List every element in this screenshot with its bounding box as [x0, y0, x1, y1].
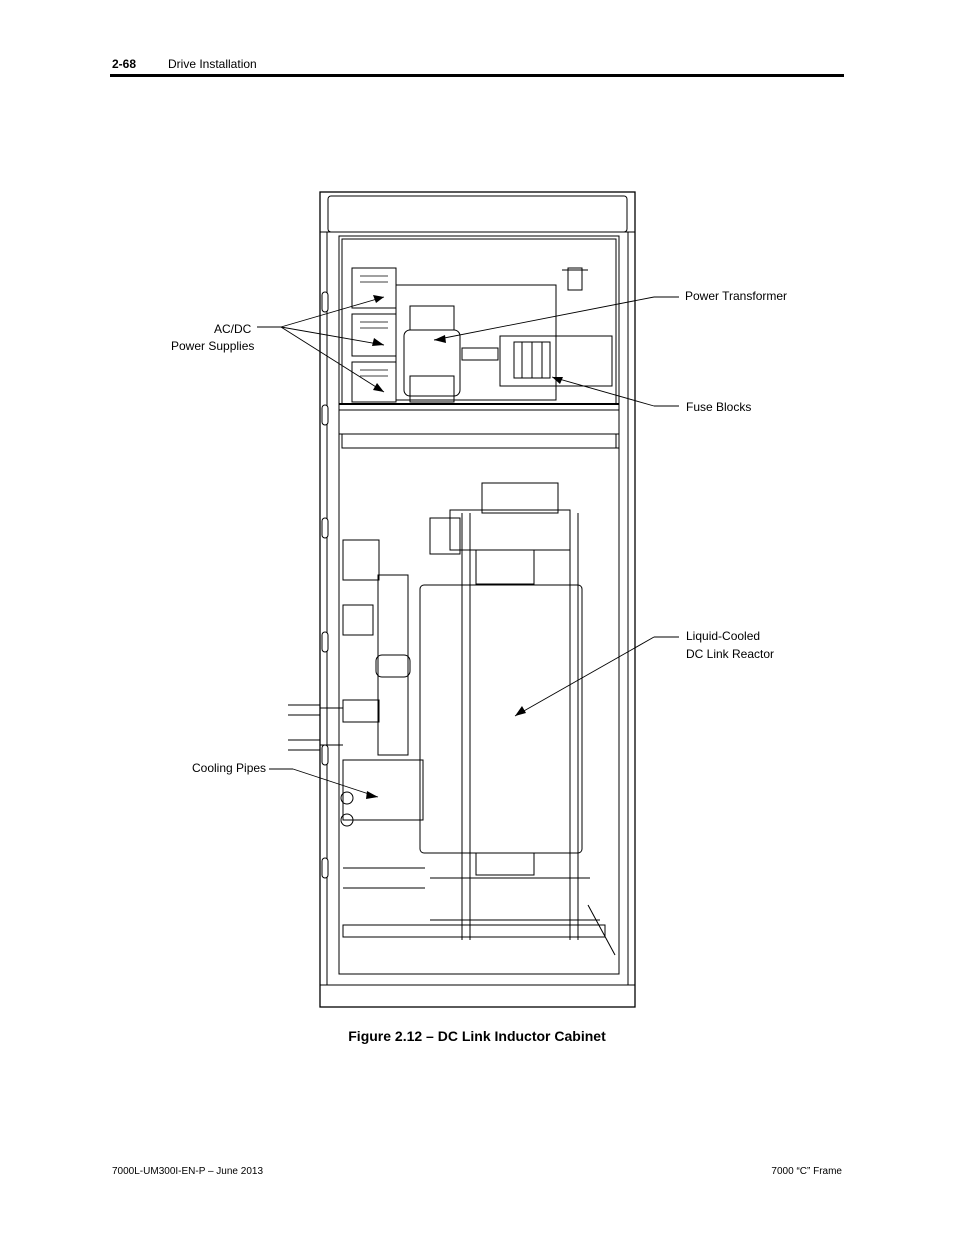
callout-reactor-line2: DC Link Reactor — [686, 647, 775, 661]
section-title: Drive Installation — [168, 57, 257, 71]
callout-power-supplies-line1: AC/DC — [214, 322, 252, 336]
footer-document-id: 7000L-UM300I-EN-P – June 2013 — [112, 1166, 264, 1177]
callout-fuse-blocks: Fuse Blocks — [686, 400, 752, 414]
figure-caption: Figure 2.12 – DC Link Inductor Cabinet — [348, 1028, 606, 1044]
callout-power-supplies-line2: Power Supplies — [171, 339, 255, 353]
callout-cooling-pipes: Cooling Pipes — [192, 761, 267, 775]
callout-power-transformer: Power Transformer — [685, 289, 788, 303]
page-number: 2-68 — [112, 57, 137, 71]
callout-reactor-line1: Liquid-Cooled — [686, 629, 761, 643]
header-rule — [110, 74, 844, 77]
footer-frame-label: 7000 “C” Frame — [771, 1166, 842, 1177]
